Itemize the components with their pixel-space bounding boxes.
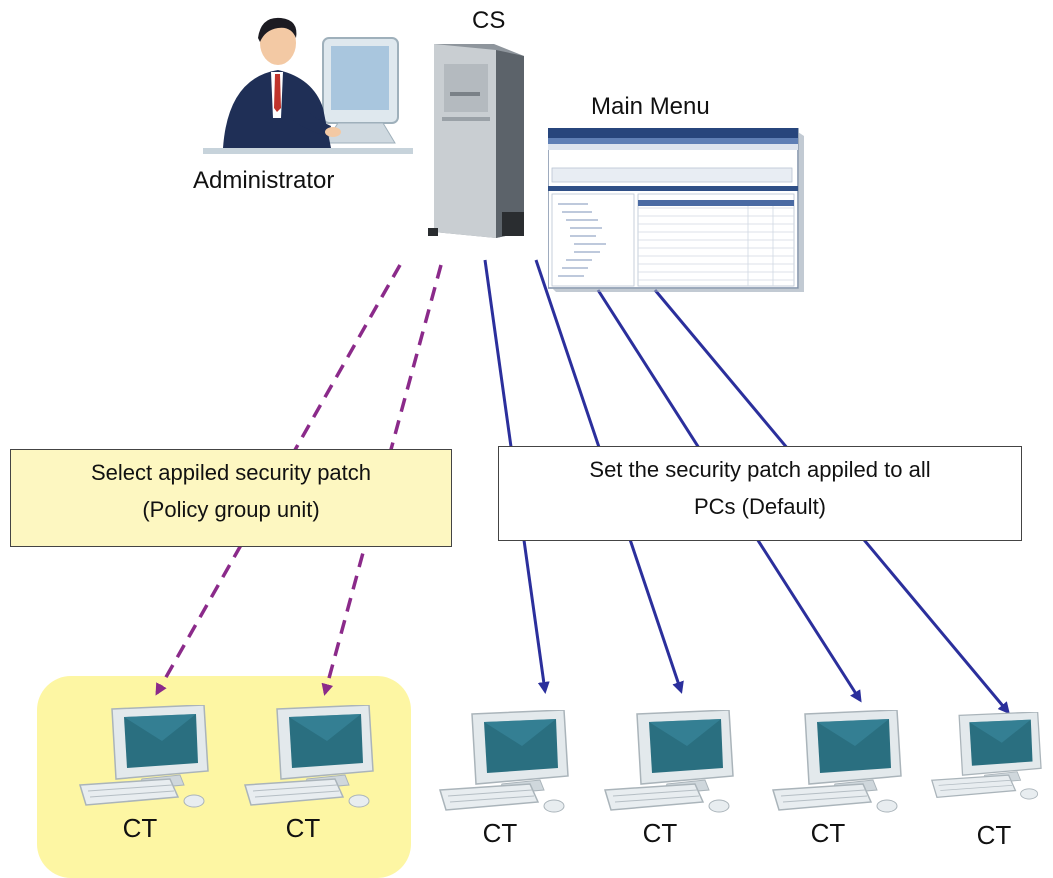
client-label: CT xyxy=(642,818,678,848)
client-pc-icon xyxy=(79,705,209,808)
client-pc-icon xyxy=(930,712,1042,800)
administrator-icon xyxy=(203,17,413,154)
client-pc-icon xyxy=(604,710,734,813)
client-label: CT xyxy=(285,813,321,843)
client-pc-icon xyxy=(439,710,569,813)
server-icon xyxy=(428,44,524,238)
client-label: CT xyxy=(976,820,1012,850)
client-label: CT xyxy=(810,818,846,848)
client-label: CT xyxy=(482,818,518,848)
policy-callout: Select appiled security patch (Policy gr… xyxy=(10,449,452,547)
policy-arrow-1 xyxy=(155,264,402,696)
client-pc-icon xyxy=(772,710,902,813)
administrator-label: Administrator xyxy=(193,167,335,194)
server-label: CS xyxy=(472,7,506,34)
default-callout: Set the security patch appiled to all PC… xyxy=(498,446,1022,541)
main-menu-screenshot xyxy=(548,128,804,292)
policy-callout-line1: Select appiled security patch xyxy=(90,460,372,485)
default-callout-line1: Set the security patch appiled to all xyxy=(589,457,931,482)
client-label: CT xyxy=(122,813,158,843)
policy-arrow-2 xyxy=(321,264,443,696)
main-menu-label: Main Menu xyxy=(591,93,710,120)
policy-callout-line2: (Policy group unit) xyxy=(142,497,320,522)
default-callout-line2: PCs (Default) xyxy=(693,494,827,519)
client-pc-icon xyxy=(244,705,374,808)
